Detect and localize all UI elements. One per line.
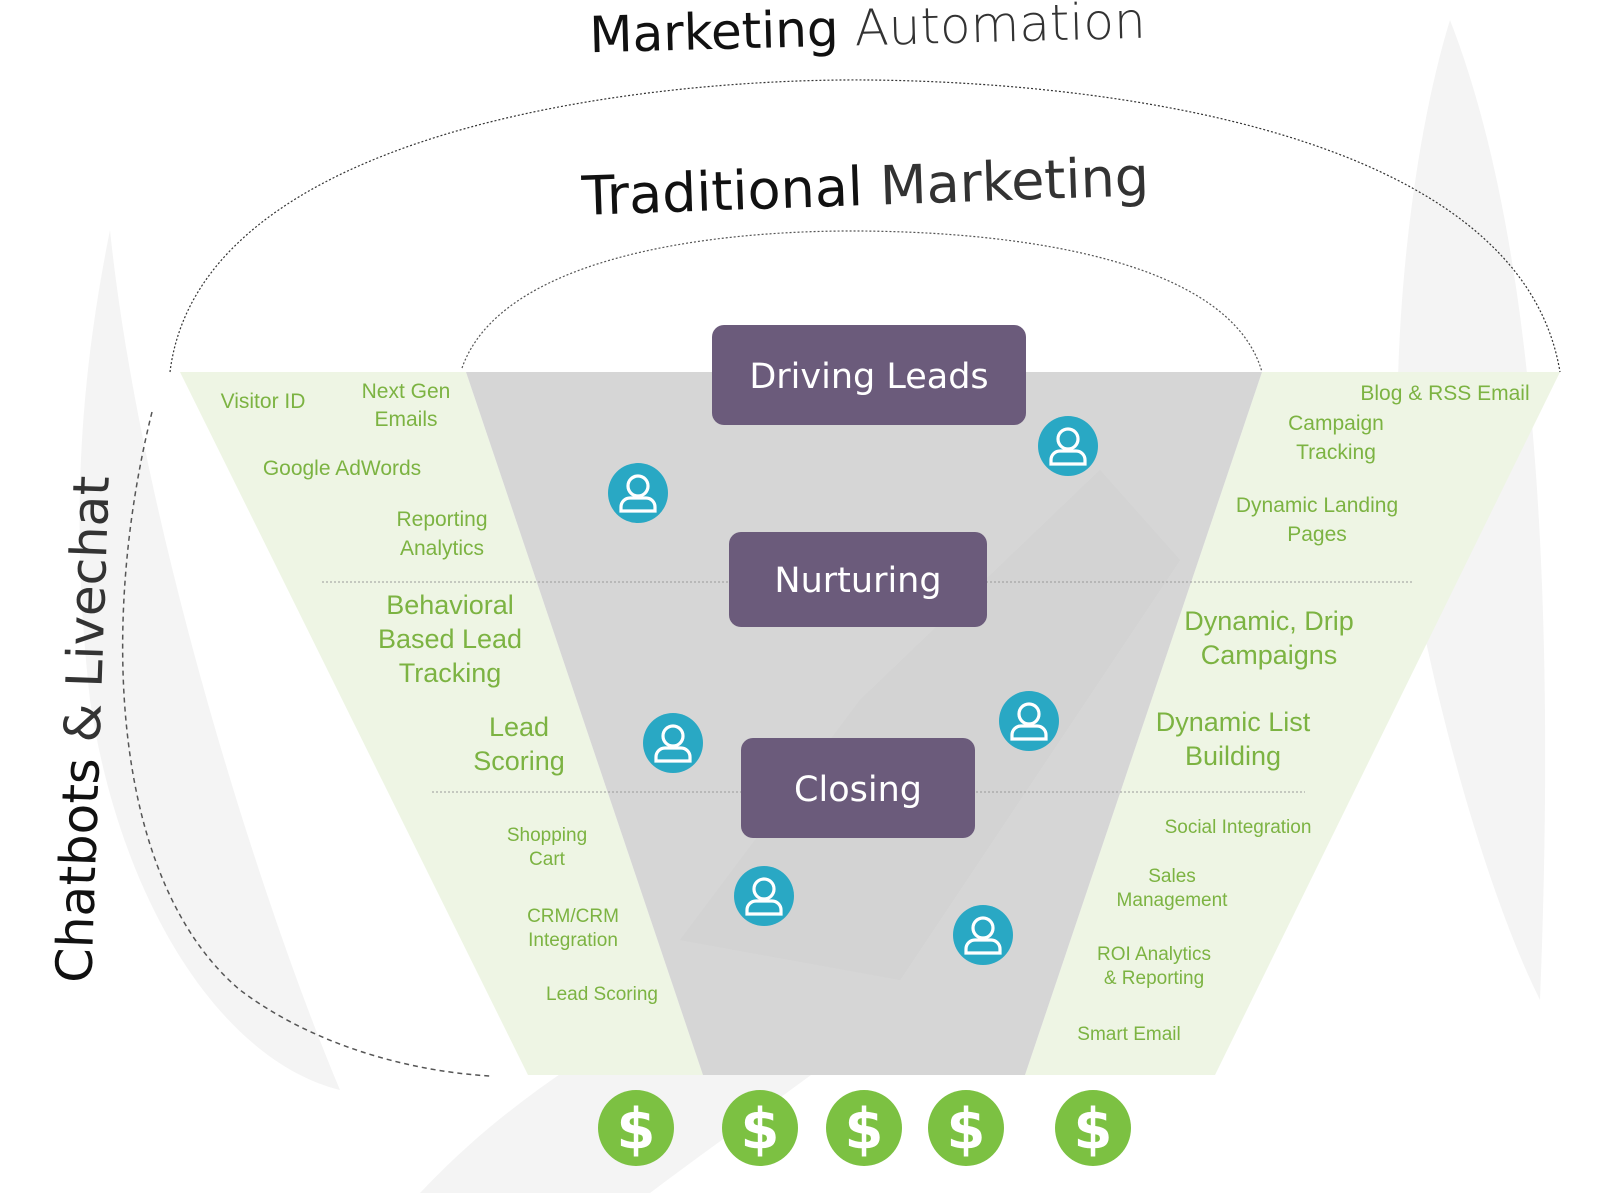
- user-icon: [999, 691, 1059, 751]
- marketing-automation-title: Marketing Automation: [589, 0, 1147, 64]
- svg-text:$: $: [845, 1097, 884, 1162]
- stage-closing: Closing: [741, 738, 975, 838]
- svg-text:$: $: [947, 1097, 986, 1162]
- label-lead-scoring-bottom: Lead Scoring: [546, 984, 658, 1005]
- stage-label: Nurturing: [774, 561, 941, 601]
- left-wing: [180, 372, 703, 1075]
- automation-arc: [169, 79, 1561, 373]
- svg-text:$: $: [741, 1097, 780, 1162]
- user-icon: [1038, 416, 1098, 476]
- dollar-coins: $ $ $ $ $: [598, 1090, 1131, 1166]
- dollar-coin-icon: $: [826, 1090, 902, 1166]
- dollar-coin-icon: $: [1055, 1090, 1131, 1166]
- label-roi-analytics: ROI Analytics& Reporting: [1097, 944, 1211, 989]
- stage-label: Driving Leads: [749, 357, 988, 397]
- stage-label: Closing: [794, 770, 922, 810]
- person-icons: [608, 416, 1098, 965]
- user-icon: [608, 463, 668, 523]
- chatbots-arc: [121, 411, 491, 1077]
- stage-nurturing: Nurturing: [729, 532, 987, 627]
- dollar-coin-icon: $: [928, 1090, 1004, 1166]
- side-wings: [180, 372, 1560, 1075]
- funnel-highlight: [680, 470, 1180, 980]
- label-social-integration: Social Integration: [1165, 817, 1312, 838]
- right-wing: [1025, 372, 1560, 1075]
- user-icon: [734, 866, 794, 926]
- label-visitor-id: Visitor ID: [221, 390, 306, 413]
- label-smart-email: Smart Email: [1077, 1024, 1180, 1045]
- user-icon: [953, 905, 1013, 965]
- user-icon: [643, 713, 703, 773]
- svg-text:$: $: [617, 1097, 656, 1162]
- traditional-arc: [461, 230, 1263, 373]
- chatbots-livechat-title: Chatbots & Livechat: [45, 475, 121, 984]
- dollar-coin-icon: $: [722, 1090, 798, 1166]
- svg-text:$: $: [1074, 1097, 1113, 1162]
- label-blog-rss: Blog & RSS Email: [1360, 382, 1529, 405]
- stage-driving-leads: Driving Leads: [712, 325, 1026, 425]
- traditional-marketing-title: Traditional Marketing: [580, 145, 1150, 228]
- label-google-adwords: Google AdWords: [263, 457, 421, 480]
- dollar-coin-icon: $: [598, 1090, 674, 1166]
